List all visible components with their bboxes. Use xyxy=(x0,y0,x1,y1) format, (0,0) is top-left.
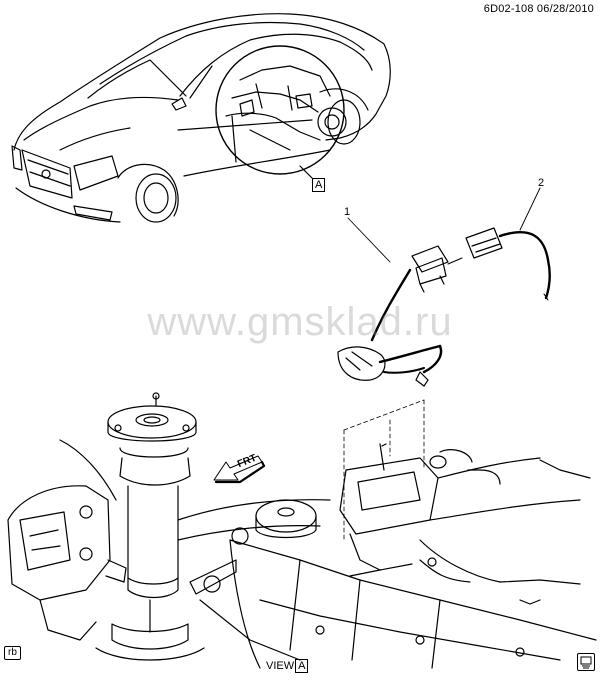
watermark: www.gmsklad.ru xyxy=(147,300,453,344)
corner-tag: rb xyxy=(4,646,21,660)
front-suspension-assembly xyxy=(7,392,597,669)
callout-1: 1 xyxy=(344,206,351,218)
front-arrow-icon xyxy=(213,455,266,484)
view-label-letter: A xyxy=(295,659,309,673)
detail-zoom-circle xyxy=(215,45,347,179)
view-label-prefix: VIEW xyxy=(266,660,295,672)
harness-assembly xyxy=(337,187,551,387)
callout-2: 2 xyxy=(538,177,545,189)
diagram-code-date: 6D02-108 06/28/2010 xyxy=(483,3,594,15)
vehicle-illustration xyxy=(11,13,391,223)
catalog-icon xyxy=(577,653,595,671)
location-guide-lines xyxy=(343,399,425,541)
view-marker-box: A xyxy=(312,178,326,192)
